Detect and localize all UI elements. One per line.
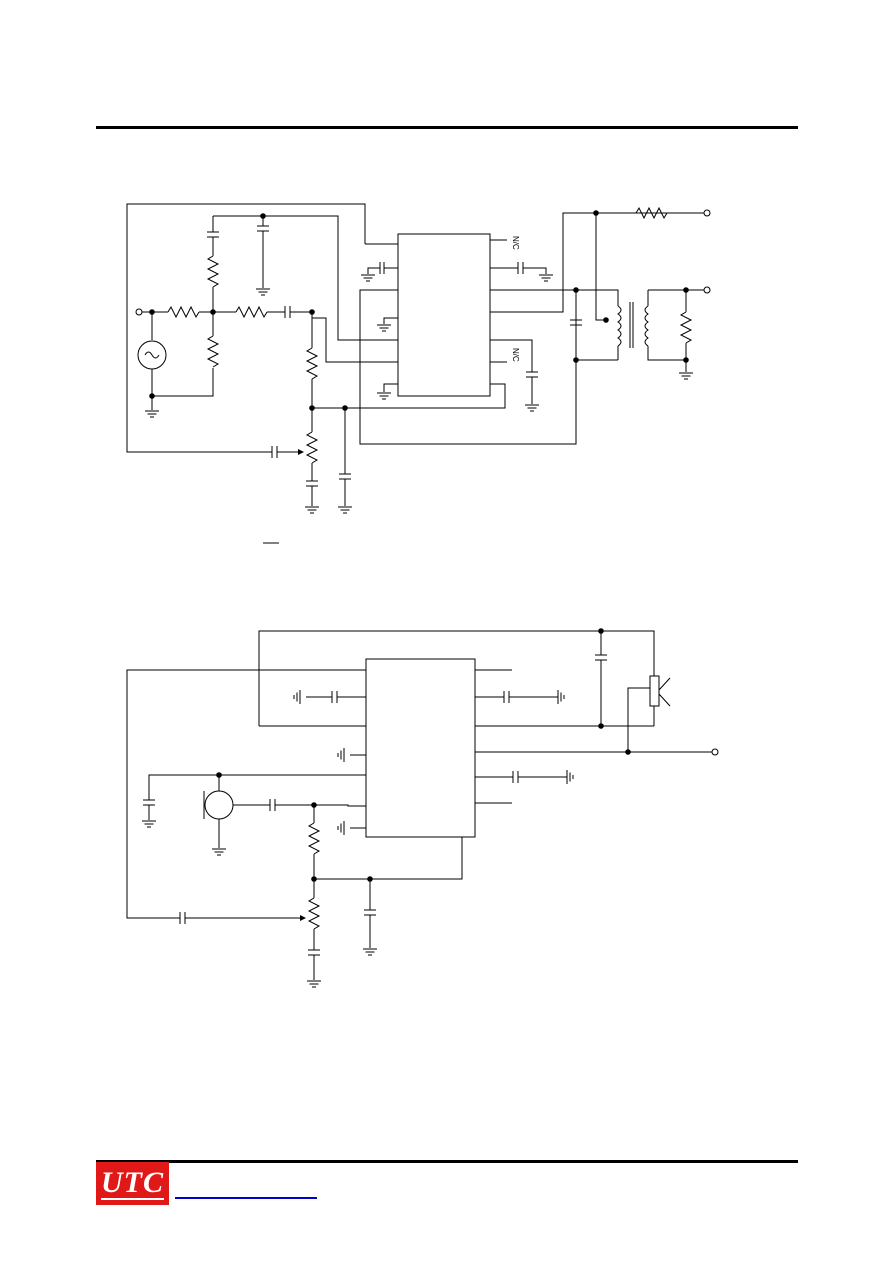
figure2-ic-body	[365, 658, 476, 838]
figure1-nc-label-2: N/C	[511, 348, 520, 362]
figure1-nc-label-1: N/C	[511, 236, 520, 250]
utc-logo: UTC	[96, 1162, 169, 1205]
figure2-circuit	[126, 628, 719, 988]
utc-logo-text: UTC	[101, 1165, 164, 1200]
footer-link-underline[interactable]	[175, 1197, 317, 1199]
header-rule	[96, 126, 798, 129]
figure1-circuit: N/C N/C	[126, 203, 711, 514]
footer-rule	[96, 1160, 798, 1163]
figure1-ic-body	[397, 233, 491, 397]
